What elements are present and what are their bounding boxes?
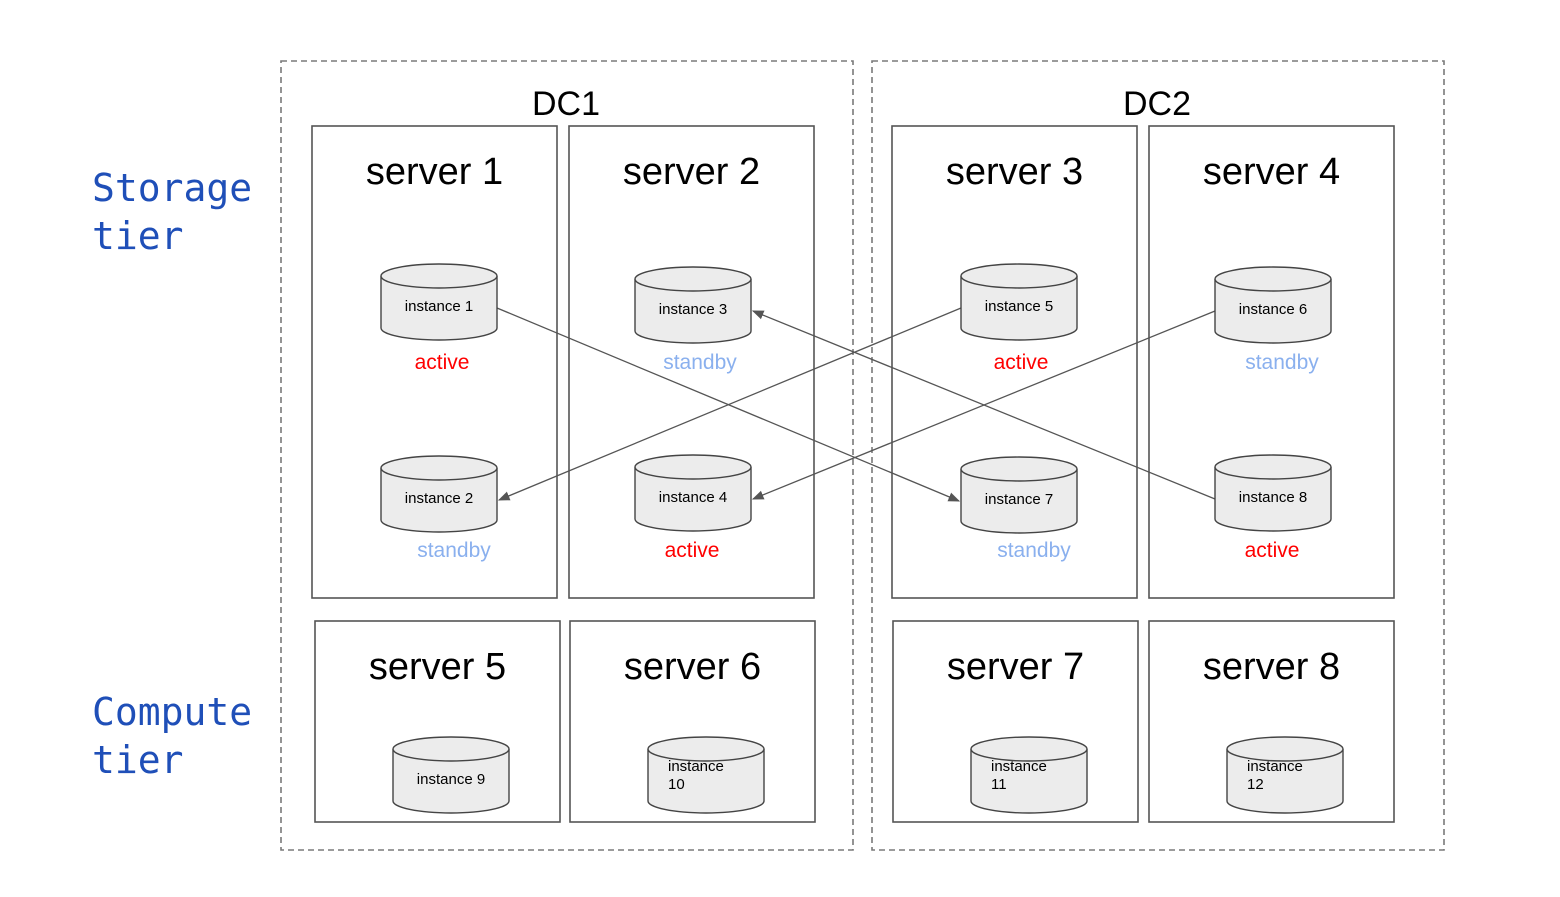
replication-arrow-i8-i3	[751, 310, 1216, 500]
i3-database-icon	[634, 266, 752, 344]
i2-database-icon	[380, 455, 498, 533]
dc1-label: DC1	[532, 85, 600, 123]
i3-label: instance 3	[659, 301, 727, 318]
i8-status: active	[1245, 539, 1300, 562]
i11-label-line-2: 11	[991, 776, 1007, 793]
i10-database-icon	[647, 736, 765, 814]
s4-label: server 4	[1203, 151, 1340, 193]
s5-label: server 5	[369, 646, 506, 688]
s7-label: server 7	[947, 646, 1084, 688]
i12-label-line-1: instance	[1247, 758, 1303, 775]
i3-status: standby	[663, 351, 737, 374]
i8-database-icon	[1214, 454, 1332, 532]
i11-label-line-1: instance	[991, 758, 1047, 775]
i7-label: instance 7	[985, 491, 1053, 508]
replication-arrow-i5-i2	[497, 307, 962, 501]
i5-label: instance 5	[985, 298, 1053, 315]
i2-label: instance 2	[405, 490, 473, 507]
storage-tier-label: Storage tier	[92, 166, 253, 258]
i7-status: standby	[997, 539, 1071, 562]
s2-label: server 2	[623, 151, 760, 193]
i9-label: instance 9	[417, 771, 485, 788]
i1-label: instance 1	[405, 298, 473, 315]
s6-label: server 6	[624, 646, 761, 688]
dc2-label: DC2	[1123, 85, 1191, 123]
s3-label: server 3	[946, 151, 1083, 193]
i6-database-icon	[1214, 266, 1332, 344]
i1-database-icon	[380, 263, 498, 341]
i5-database-icon	[960, 263, 1078, 341]
i9-database-icon	[392, 736, 510, 814]
s1-label: server 1	[366, 151, 503, 193]
s8-label: server 8	[1203, 646, 1340, 688]
i11-database-icon	[970, 736, 1088, 814]
i2-status: standby	[417, 539, 491, 562]
i5-status: active	[994, 351, 1049, 374]
i1-status: active	[415, 351, 470, 374]
i4-status: active	[665, 539, 720, 562]
i4-label: instance 4	[659, 489, 727, 506]
i8-label: instance 8	[1239, 489, 1307, 506]
i10-label-line-1: instance	[668, 758, 724, 775]
dc2-boundary	[871, 60, 1445, 851]
i6-label: instance 6	[1239, 301, 1307, 318]
compute-tier-label: Compute tier	[92, 690, 253, 782]
dc1-boundary	[280, 60, 854, 851]
i12-label-line-2: 12	[1247, 776, 1264, 793]
i12-database-icon	[1226, 736, 1344, 814]
i6-status: standby	[1245, 351, 1319, 374]
i4-database-icon	[634, 454, 752, 532]
i10-label-line-2: 10	[668, 776, 685, 793]
i7-database-icon	[960, 456, 1078, 534]
